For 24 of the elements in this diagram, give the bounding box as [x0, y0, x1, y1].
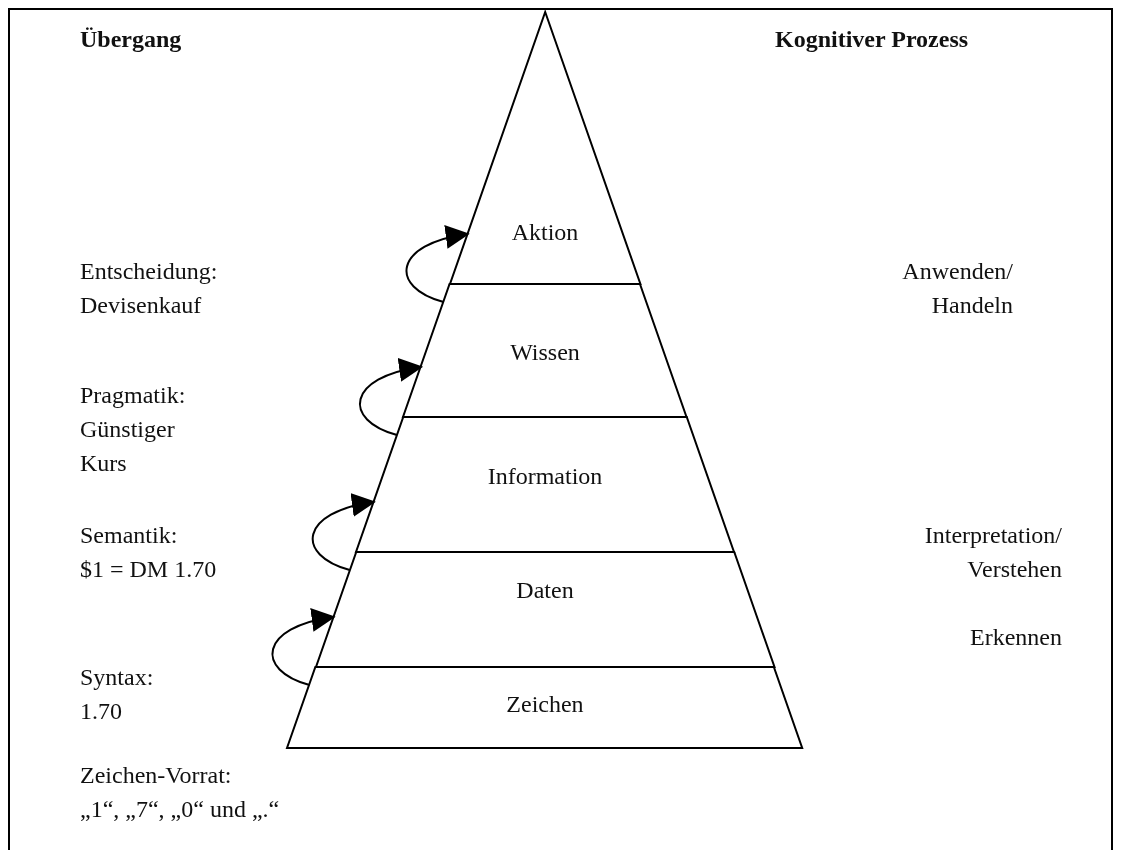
pyramid-layer — [403, 284, 687, 417]
layer-label: Wissen — [510, 338, 580, 366]
layer-label: Information — [487, 462, 603, 490]
curved-arrow — [359, 359, 424, 436]
annotation-text: Syntax: 1.70 — [80, 663, 154, 726]
layer-label: Aktion — [511, 218, 579, 246]
annotation-text: Pragmatik: Günstiger Kurs — [80, 381, 186, 478]
layer-label: Daten — [516, 576, 574, 604]
column-heading: Kognitiver Prozess — [775, 25, 969, 54]
annotation-text: Zeichen-Vorrat: „1“, „7“, „0“ und „.“ — [80, 761, 280, 824]
annotation-text: Erkennen — [970, 623, 1062, 652]
annotation-text: Entscheidung: Devisenkauf — [80, 257, 218, 320]
annotation-text: Semantik: $1 = DM 1.70 — [80, 521, 217, 584]
pyramid-layer — [356, 417, 734, 552]
annotation-text: Anwenden/ Handeln — [902, 257, 1013, 320]
curved-arrow — [271, 609, 336, 686]
curved-arrow — [311, 494, 376, 571]
pyramid-top-layer — [449, 12, 641, 284]
column-heading: Übergang — [80, 25, 182, 54]
layer-label: Zeichen — [506, 690, 584, 718]
pyramid-layer — [315, 552, 775, 667]
annotation-text: Interpretation/ Verstehen — [924, 521, 1062, 584]
curved-arrow — [405, 226, 470, 303]
pyramid-base-layer — [287, 667, 803, 748]
